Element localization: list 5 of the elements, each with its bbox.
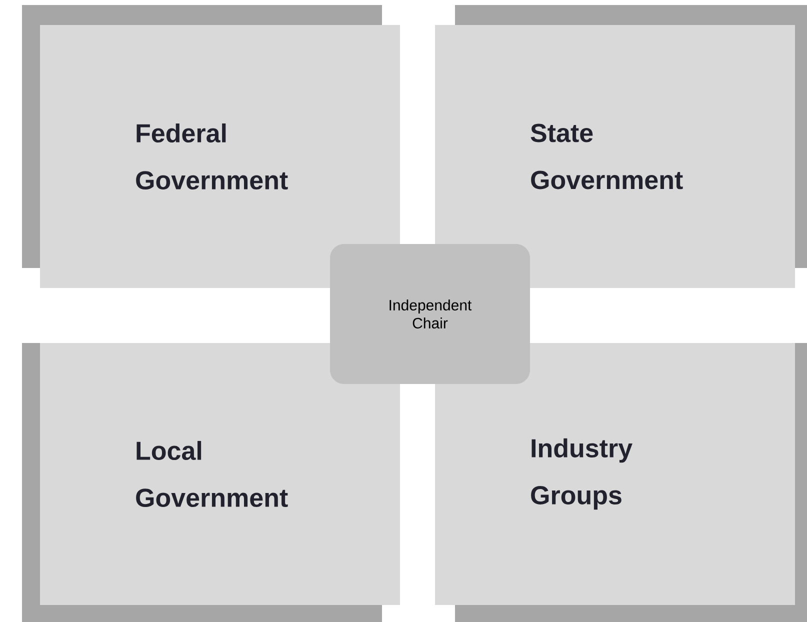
panel: Federal Government xyxy=(22,5,400,288)
panel: Local Government xyxy=(22,343,400,622)
rounded-box: Independent Chair xyxy=(330,244,530,384)
panel: State Government xyxy=(435,5,807,288)
panel: Industry Groups xyxy=(435,343,807,622)
